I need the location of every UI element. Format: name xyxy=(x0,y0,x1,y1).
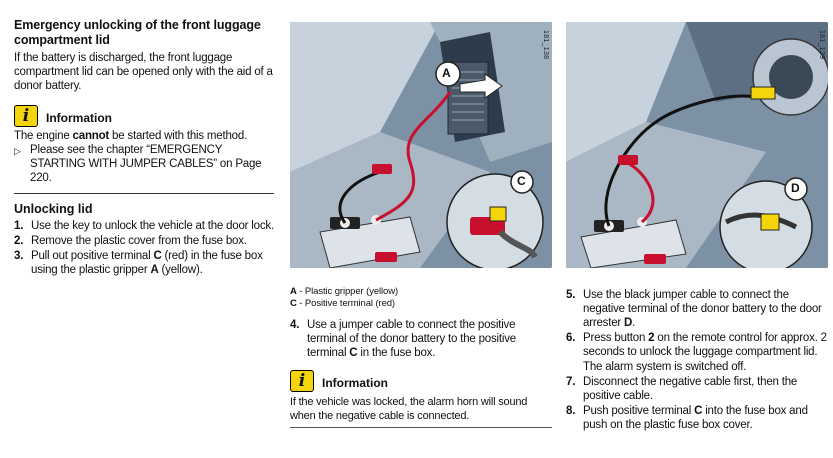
list-item: 4. Use a jumper cable to connect the pos… xyxy=(290,319,516,359)
section-title: Emergency unlocking of the front luggage… xyxy=(14,18,261,47)
list-item: 6. Press button 2 on the remote control … xyxy=(566,332,827,358)
callout-d: D xyxy=(791,181,800,195)
door-arrester-drawing xyxy=(566,22,828,268)
figure-legend: A - Plastic gripper (yellow) C - Positiv… xyxy=(290,286,552,310)
legend-item-a: A - Plastic gripper (yellow) xyxy=(290,286,399,297)
left-column: Emergency unlocking of the front luggage… xyxy=(14,0,274,278)
divider xyxy=(290,427,552,428)
cross-reference-text: Please see the chapter “EMERGENCY STARTI… xyxy=(30,144,262,184)
list-item: The alarm system is switched off. xyxy=(583,361,747,373)
divider xyxy=(14,193,274,194)
list-item: 1. Use the key to unlock the vehicle at … xyxy=(14,220,274,232)
arrow-bullet-icon: ▷ xyxy=(14,146,21,156)
illustration-fuse-box: 181_138 A C xyxy=(290,22,552,268)
list-item: 2. Remove the plastic cover from the fus… xyxy=(14,235,247,247)
steps-list: 1. Use the key to unlock the vehicle at … xyxy=(14,219,274,277)
callout-c: C xyxy=(517,174,526,188)
right-column: 181_139 D 5. Use the black jumper cable … xyxy=(566,0,828,433)
info-icon: i xyxy=(290,370,314,392)
fuse-box-drawing xyxy=(290,22,552,268)
info-heading: i Information xyxy=(14,105,274,127)
intro-paragraph: If the battery is discharged, the front … xyxy=(14,52,273,92)
info-text: If the vehicle was locked, the alarm hor… xyxy=(290,396,528,422)
figure-code: 181_139 xyxy=(818,30,825,60)
steps-list: 4. Use a jumper cable to connect the pos… xyxy=(290,318,552,360)
legend-item-c: C - Positive terminal (red) xyxy=(290,298,395,309)
cross-reference: ▷ Please see the chapter “EMERGENCY STAR… xyxy=(14,143,274,185)
callout-a: A xyxy=(442,66,451,80)
list-item: 8. Push positive terminal C into the fus… xyxy=(566,405,808,431)
steps-list: 5. Use the black jumper cable to connect… xyxy=(566,288,828,432)
info-title: Information xyxy=(46,111,112,125)
figure-code: 181_138 xyxy=(542,30,549,60)
info-title: Information xyxy=(322,376,388,390)
info-text: The engine cannot be started with this m… xyxy=(14,130,248,142)
middle-column: 181_138 A C A - Plastic gripper (yellow)… xyxy=(290,0,552,428)
illustration-door-arrester: 181_139 D xyxy=(566,22,828,268)
list-item: 7. Disconnect the negative cable first, … xyxy=(566,376,798,402)
info-icon: i xyxy=(14,105,38,127)
info-heading: i Information xyxy=(290,370,552,392)
list-item: 5. Use the black jumper cable to connect… xyxy=(566,289,822,329)
list-item: 3. Pull out positive terminal C (red) in… xyxy=(14,250,263,276)
subsection-title: Unlocking lid xyxy=(14,202,93,216)
